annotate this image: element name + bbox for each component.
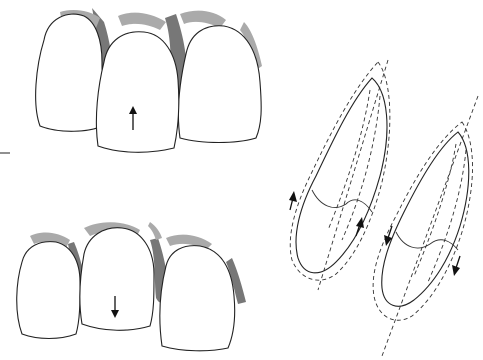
tooth-center-upper	[96, 32, 178, 153]
arrow-down-right-2	[452, 256, 460, 276]
tooth-left-lower	[17, 242, 80, 339]
tooth-right-upper	[178, 26, 261, 143]
upper-front-view	[36, 8, 262, 152]
arrow-up-left-1	[289, 191, 297, 210]
lower-front-view	[17, 222, 246, 351]
tooth-right-lower	[160, 246, 235, 351]
tooth-center-lower	[80, 228, 154, 331]
side-view-right	[373, 96, 478, 356]
side-view-left	[289, 60, 390, 290]
tooth-left-upper	[36, 14, 103, 131]
